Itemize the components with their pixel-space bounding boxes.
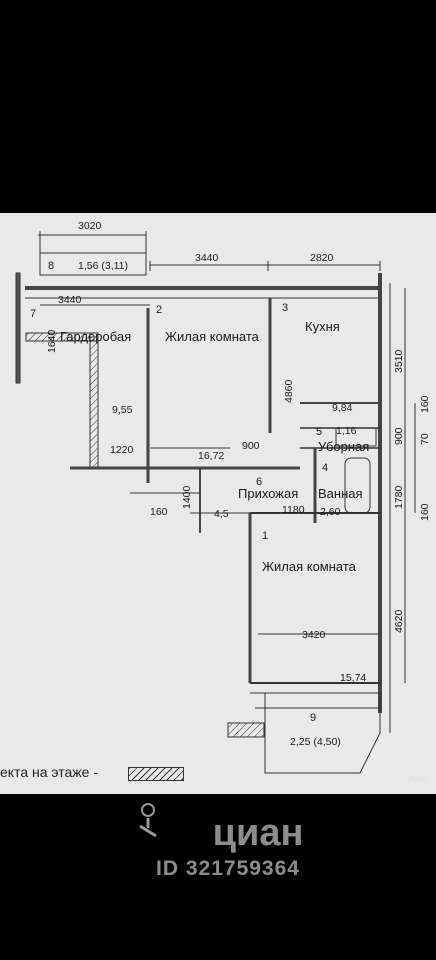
room-label-wc: Уборная — [318, 439, 369, 454]
dim-160-hall: 160 — [150, 506, 168, 518]
dim-160-top: 160 — [419, 395, 431, 413]
dim-3420: 3420 — [302, 629, 326, 641]
cian-logo-icon — [139, 803, 157, 838]
dim-3440-top: 3440 — [195, 252, 219, 264]
dim-1780: 1780 — [393, 485, 405, 509]
room-number-1: 1 — [262, 530, 268, 542]
cian-brand-text: циан — [212, 812, 304, 854]
room-label-wardrobe: Гардеробая — [60, 329, 131, 344]
dim-3510: 3510 — [393, 349, 405, 373]
dim-1400: 1400 — [181, 485, 193, 509]
cian-listing-id: ID 321759364 — [156, 857, 300, 880]
dim-1640: 1640 — [46, 329, 58, 353]
room-number-2: 2 — [156, 304, 162, 316]
dim-2820: 2820 — [310, 252, 334, 264]
balcony-top-outline — [39, 252, 147, 276]
room-number-9: 9 — [310, 712, 316, 724]
dim-160-mid: 160 — [419, 503, 431, 521]
dim-900-right: 900 — [393, 427, 405, 445]
area-bath: 2,60 — [320, 506, 341, 518]
room-number-5: 5 — [316, 426, 322, 438]
legend-caption: екта на этаже - — [0, 764, 98, 780]
floor-plan-drawing: Жилая комната Кухня Гардеробая Прихожая … — [15, 220, 431, 774]
floor-plan-photo: Жилая комната Кухня Гардеробая Прихожая … — [0, 213, 436, 794]
room-label-living-2: Жилая комната — [262, 559, 357, 574]
dim-1220: 1220 — [110, 444, 134, 456]
area-kitchen: 9,84 — [332, 402, 353, 414]
room-number-3: 3 — [282, 302, 288, 314]
dim-70: 70 — [419, 433, 431, 445]
avito-watermark: Avito — [408, 774, 428, 784]
room-label-bath: Ванная — [318, 486, 363, 501]
dim-900-door: 900 — [242, 440, 260, 452]
room-number-8: 8 — [48, 260, 54, 272]
room-number-4: 4 — [322, 462, 328, 474]
dim-3020: 3020 — [78, 220, 102, 232]
area-balcony-bottom: 2,25 (4,50) — [290, 736, 341, 748]
area-wardrobe: 9,55 — [112, 404, 133, 416]
room-label-kitchen: Кухня — [305, 319, 340, 334]
legend-hatch-swatch — [128, 767, 184, 781]
dim-1180: 1180 — [282, 504, 305, 516]
area-living-2: 15,74 — [340, 672, 366, 684]
dim-3440-left: 3440 — [58, 294, 82, 306]
area-wc: 1,16 — [336, 425, 357, 437]
dim-4860: 4860 — [283, 379, 295, 403]
room-label-living-1: Жилая комната — [165, 329, 260, 344]
room-label-hall: Прихожая — [238, 486, 298, 501]
area-hall: 4,5 — [214, 508, 229, 520]
area-balcony-top: 1,56 (3,11) — [78, 260, 128, 272]
dim-4620: 4620 — [393, 609, 405, 633]
room-number-6: 6 — [256, 476, 262, 488]
room-number-7: 7 — [30, 308, 36, 320]
area-living-1: 16,72 — [198, 450, 224, 462]
cian-logo — [0, 792, 436, 857]
